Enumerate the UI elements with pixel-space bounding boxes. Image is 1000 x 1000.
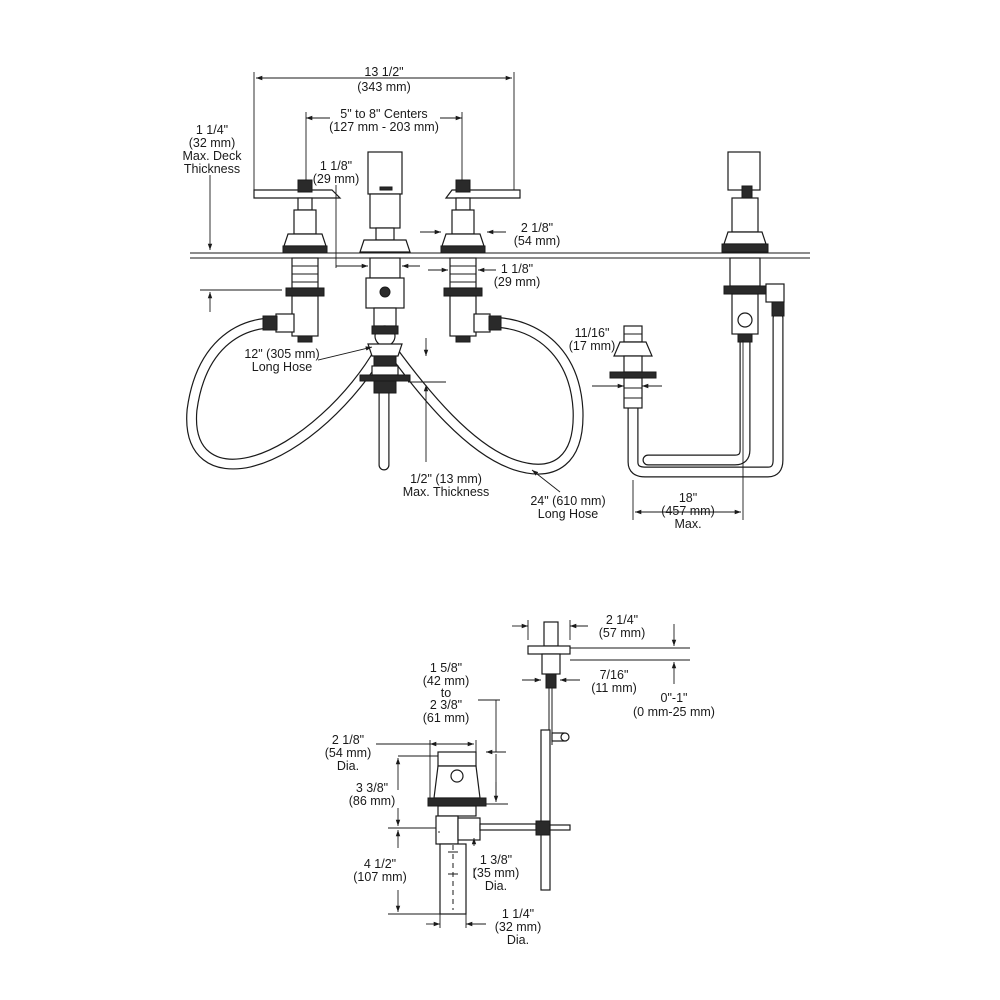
- deck-thickness-dimension: 1 1/4" (32 mm) Max. Deck Thickness: [182, 123, 282, 312]
- reach-dimension: 18" (457 mm) Max.: [632, 340, 744, 531]
- knob-metric: (57 mm): [599, 626, 646, 640]
- overall-width-imperial: 13 1/2": [364, 65, 403, 79]
- drain-height-imperial2: 2 3/8": [430, 698, 462, 712]
- handle-flange-dimension: 2 1/8" (54 mm): [420, 221, 560, 248]
- short-hose-line2: Long Hose: [252, 360, 313, 374]
- right-handle-valve: [440, 179, 521, 343]
- flange-dia-imperial: 2 1/8": [332, 733, 364, 747]
- tailpiece-dia-dimension: 1 1/4" (32 mm) Dia.: [426, 907, 541, 947]
- deck-thickness-line1: Max. Deck: [182, 149, 242, 163]
- rod-imperial: 7/16": [600, 668, 629, 682]
- nut-metric: (17 mm): [569, 339, 616, 353]
- handle-shank-dimension: 1 1/8" (29 mm): [428, 262, 540, 289]
- pivot-dia-metric: (35 mm): [473, 866, 520, 880]
- deck-thickness-line2: Thickness: [184, 162, 240, 176]
- body-height-dimension: 3 3/8" (86 mm): [349, 755, 438, 829]
- pivot-dia-dimension: 1 3/8" (35 mm) Dia.: [471, 838, 520, 893]
- spout-shank-imperial: 1 1/8": [320, 159, 352, 173]
- side-view-valve: [721, 151, 785, 343]
- tailpiece-length-imperial: 4 1/2": [364, 857, 396, 871]
- pivot-dia-label: Dia.: [485, 879, 507, 893]
- pivot-rod: [479, 820, 571, 836]
- left-handle-valve: [253, 179, 342, 343]
- max-thickness-label: Max. Thickness: [403, 485, 490, 499]
- tailpiece-length-metric: (107 mm): [353, 870, 406, 884]
- tailpiece-dia-label: Dia.: [507, 933, 529, 947]
- nut-imperial: 11/16": [575, 326, 610, 340]
- pop-up-drain-body: [427, 751, 487, 915]
- rod-metric: (11 mm): [591, 681, 637, 695]
- centers-dimension: 5" to 8" Centers (127 mm - 203 mm): [305, 107, 463, 180]
- drain-height-metric: (42 mm): [423, 674, 470, 688]
- deck-surface: [190, 252, 810, 259]
- knob-imperial: 2 1/4": [606, 613, 638, 627]
- overall-width-dimension: 13 1/2" (343 mm): [253, 65, 515, 190]
- short-hose-line1: 12" (305 mm): [244, 347, 319, 361]
- knob-dimension: 2 1/4" (57 mm): [512, 613, 645, 640]
- tailpiece-dia-imperial: 1 1/4": [502, 907, 534, 921]
- rod-adjust-dimension: 0"-1" (0 mm-25 mm): [570, 624, 715, 719]
- drain-height-imperial: 1 5/8": [430, 661, 462, 675]
- spout: [359, 151, 411, 394]
- spout-shank-dimension: 1 1/8" (29 mm): [313, 159, 420, 269]
- rod-adjust-metric: (0 mm-25 mm): [633, 705, 715, 719]
- handle-shank-metric: (29 mm): [494, 275, 541, 289]
- handle-shank-imperial: 1 1/8": [501, 262, 533, 276]
- max-thickness-dimension: 1/2" (13 mm) Max. Thickness: [403, 338, 490, 499]
- short-hose-callout: 12" (305 mm) Long Hose: [244, 346, 373, 374]
- lift-rod-assembly: [527, 621, 571, 891]
- handle-flange-metric: (54 mm): [514, 234, 561, 248]
- drain-height-dimension: 1 5/8" (42 mm) to 2 3/8" (61 mm): [423, 661, 508, 805]
- side-view-spout-inlet: [609, 325, 657, 409]
- reach-metric: (457 mm): [661, 504, 714, 518]
- tailpiece-length-dimension: 4 1/2" (107 mm): [353, 830, 440, 915]
- spout-shank-metric: (29 mm): [313, 172, 360, 186]
- flange-dia-dimension: 2 1/8" (54 mm) Dia.: [325, 733, 477, 798]
- reach-imperial: 18": [679, 491, 697, 505]
- long-hose-line2: Long Hose: [538, 507, 599, 521]
- flange-dia-label: Dia.: [337, 759, 359, 773]
- long-hose-callout: 24" (610 mm) Long Hose: [530, 469, 606, 521]
- handle-flange-imperial: 2 1/8": [521, 221, 553, 235]
- nut-dimension: 11/16" (17 mm): [569, 326, 662, 389]
- left-supply-hoses: [186, 316, 584, 475]
- tailpiece-dia-metric: (32 mm): [495, 920, 542, 934]
- deck-thickness-imperial: 1 1/4": [196, 123, 228, 137]
- flange-dia-metric: (54 mm): [325, 746, 372, 760]
- rod-dimension: 7/16" (11 mm): [522, 668, 637, 695]
- deck-thickness-metric: (32 mm): [189, 136, 236, 150]
- drain-height-metric2: (61 mm): [423, 711, 470, 725]
- reach-label: Max.: [674, 517, 701, 531]
- centers-metric: (127 mm - 203 mm): [329, 120, 439, 134]
- body-height-imperial: 3 3/8": [356, 781, 388, 795]
- centers-imperial: 5" to 8" Centers: [340, 107, 427, 121]
- pivot-dia-imperial: 1 3/8": [480, 853, 512, 867]
- overall-width-metric: (343 mm): [357, 80, 410, 94]
- rod-adjust-imperial: 0"-1": [661, 691, 688, 705]
- long-hose-line1: 24" (610 mm): [530, 494, 605, 508]
- drain-height-to: to: [441, 686, 451, 700]
- side-view-hoses: [627, 312, 784, 478]
- max-thickness-imperial: 1/2" (13 mm): [410, 472, 482, 486]
- body-height-metric: (86 mm): [349, 794, 396, 808]
